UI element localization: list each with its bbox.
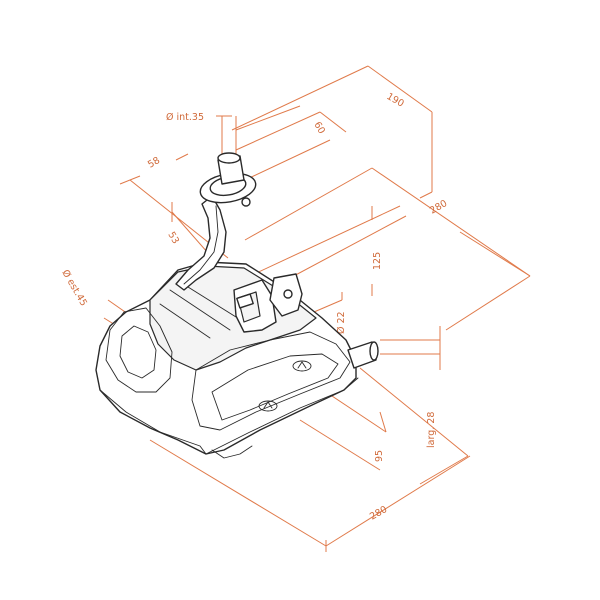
dim-outer-diameter-label: Ø est.45 bbox=[59, 268, 89, 308]
left-lobe-inner bbox=[119, 325, 157, 379]
emboss-logo-upper-mark bbox=[297, 361, 307, 369]
bottom-lip bbox=[211, 445, 253, 459]
bracket-clamp bbox=[236, 293, 254, 309]
dim-length-bottom-label: 280 bbox=[368, 504, 389, 523]
inlet-collar-top bbox=[217, 152, 241, 164]
muffler-part bbox=[95, 152, 379, 459]
dim-outlet-width-label: larg. 28 bbox=[426, 412, 437, 448]
dim-outlet-diameter-label: Ø 22 bbox=[336, 311, 347, 334]
emboss-logo-lower bbox=[258, 400, 278, 412]
inlet-pipe bbox=[175, 195, 227, 291]
dim-width-top-label: 190 bbox=[385, 91, 406, 110]
bottom-flange bbox=[99, 377, 359, 455]
lower-shell-inner bbox=[211, 353, 339, 421]
emboss-logo-upper bbox=[292, 360, 312, 372]
mounting-tab-hole bbox=[283, 289, 293, 299]
dim-outlet-spacing-label: 60 bbox=[311, 120, 327, 136]
dim-inner-diameter-label: Ø int.35 bbox=[166, 112, 204, 123]
lower-shell-ridge bbox=[191, 331, 351, 431]
inlet-pipe-seam bbox=[183, 205, 219, 285]
top-rib-1 bbox=[169, 289, 231, 331]
flange-bolt bbox=[241, 197, 251, 207]
dim-height-inlet-label: 53 bbox=[165, 230, 181, 246]
dim-offset-left-label: 58 bbox=[146, 155, 162, 171]
dim-height-bottom-label: 95 bbox=[374, 450, 385, 462]
outlet-pipe-end bbox=[369, 341, 379, 361]
dim-height-body-label: 125 bbox=[372, 252, 383, 270]
top-rib-2 bbox=[179, 281, 245, 323]
top-rib-3 bbox=[159, 303, 211, 339]
left-lobe-outline bbox=[105, 307, 173, 393]
emboss-logo-lower-mark bbox=[263, 401, 273, 409]
